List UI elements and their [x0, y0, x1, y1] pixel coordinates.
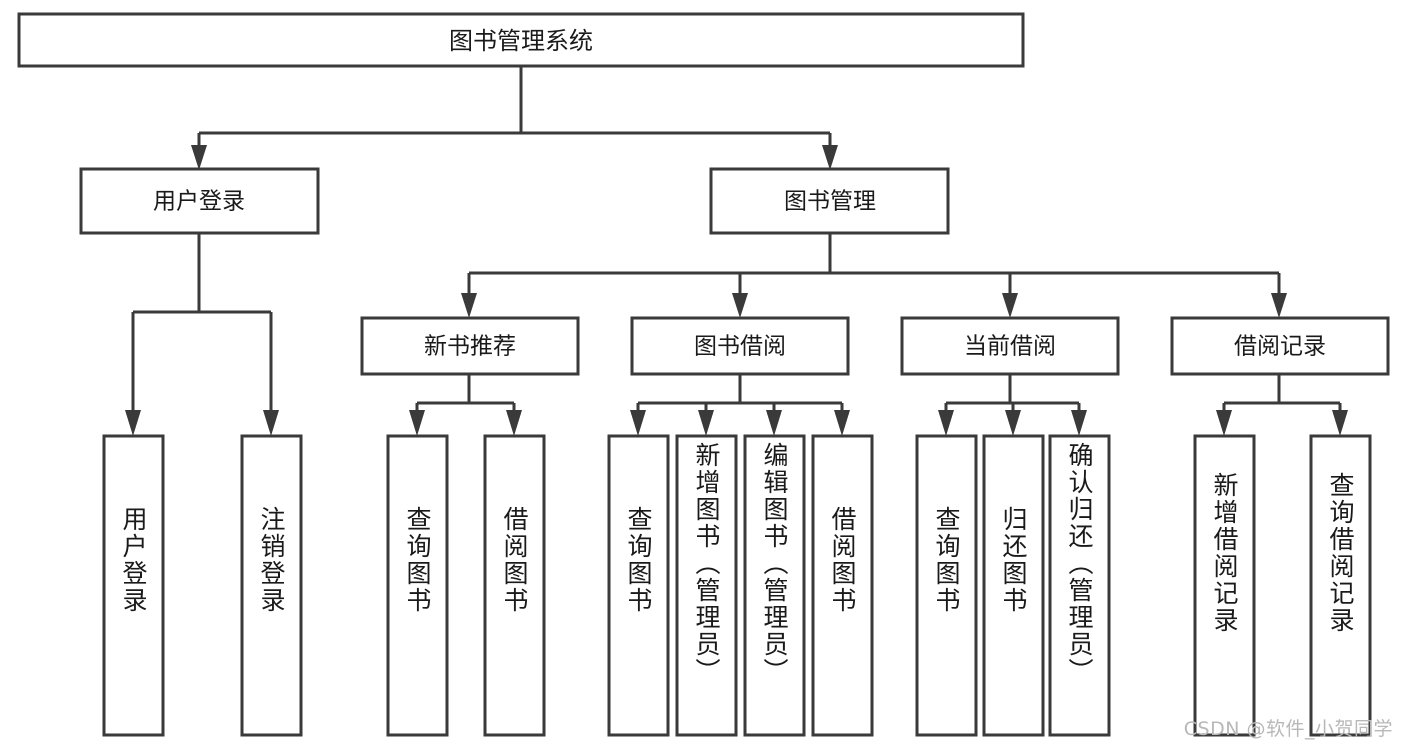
node-root[interactable]: 图书管理系统 [17, 12, 1025, 68]
node-root-label: 图书管理系统 [449, 27, 593, 55]
node-root-box [17, 12, 1025, 68]
leaf-box-cb-query-book[interactable] [915, 434, 978, 737]
arrowhead-cb-leaf1 [938, 410, 954, 436]
arrowhead-new-book [461, 293, 477, 318]
leaf-box-nb-query-book[interactable] [386, 434, 449, 737]
node-new-book-recommend-label: 新书推荐 [424, 334, 516, 360]
arrowhead-book-borrow [732, 293, 748, 318]
node-new-book-recommend-box [360, 316, 580, 376]
node-book-borrow-label: 图书借阅 [694, 334, 786, 360]
arrowhead-bb-leaf2 [698, 410, 714, 436]
arrowhead-current-borrow [1002, 293, 1018, 318]
leaf-box-bb-query-book[interactable] [607, 434, 670, 737]
node-current-borrow[interactable]: 当前借阅 [900, 316, 1120, 376]
arrowhead-bb-leaf4 [834, 410, 850, 436]
arrowhead-borrow-record [1271, 293, 1287, 318]
node-book-management-box [709, 167, 950, 235]
arrowhead-bb-leaf1 [630, 410, 646, 436]
node-user-login-label: 用户登录 [153, 189, 245, 215]
arrowhead-nb-leaf2 [506, 410, 522, 436]
node-book-borrow[interactable]: 图书借阅 [630, 316, 850, 376]
leaf-box-br-query-record[interactable] [1309, 434, 1372, 737]
leaf-box-cb-return-book[interactable] [982, 434, 1045, 737]
leaf-box-br-add-record[interactable] [1193, 434, 1256, 737]
leaf-box-bb-add-book[interactable] [675, 434, 738, 737]
node-new-book-recommend[interactable]: 新书推荐 [360, 316, 580, 376]
node-current-borrow-box [900, 316, 1120, 376]
arrowhead-cb-leaf2 [1005, 410, 1021, 436]
node-borrow-record[interactable]: 借阅记录 [1170, 316, 1390, 376]
node-book-management-label: 图书管理 [784, 189, 876, 215]
arrowhead-br-leaf1 [1216, 410, 1232, 436]
leaf-box-bb-borrow-book[interactable] [811, 434, 874, 737]
node-borrow-record-box [1170, 316, 1390, 376]
node-book-management[interactable]: 图书管理 [709, 167, 950, 235]
arrowhead-user-login [191, 145, 207, 170]
leaf-box-user-login[interactable] [102, 434, 165, 737]
arrowhead-bb-leaf3 [766, 410, 782, 436]
arrowhead-br-leaf2 [1332, 410, 1348, 436]
node-book-borrow-box [630, 316, 850, 376]
arrowhead-book-mgmt [822, 145, 838, 170]
node-user-login-box [79, 167, 320, 235]
leaf-box-bb-edit-book[interactable] [743, 434, 806, 737]
node-borrow-record-label: 借阅记录 [1234, 334, 1326, 360]
watermark: CSDN @软件_小贺同学 [1183, 718, 1393, 740]
node-current-borrow-label: 当前借阅 [964, 334, 1056, 360]
arrowhead-cb-leaf3 [1071, 410, 1087, 436]
arrowhead-leaf-user-login [125, 410, 141, 436]
arrowhead-nb-leaf1 [409, 410, 425, 436]
arrowhead-leaf-logout [263, 410, 279, 436]
leaf-box-cb-confirm-return[interactable] [1048, 434, 1111, 737]
node-user-login[interactable]: 用户登录 [79, 167, 320, 235]
leaf-box-nb-borrow-book[interactable] [483, 434, 546, 737]
leaf-box-logout[interactable] [240, 434, 303, 737]
